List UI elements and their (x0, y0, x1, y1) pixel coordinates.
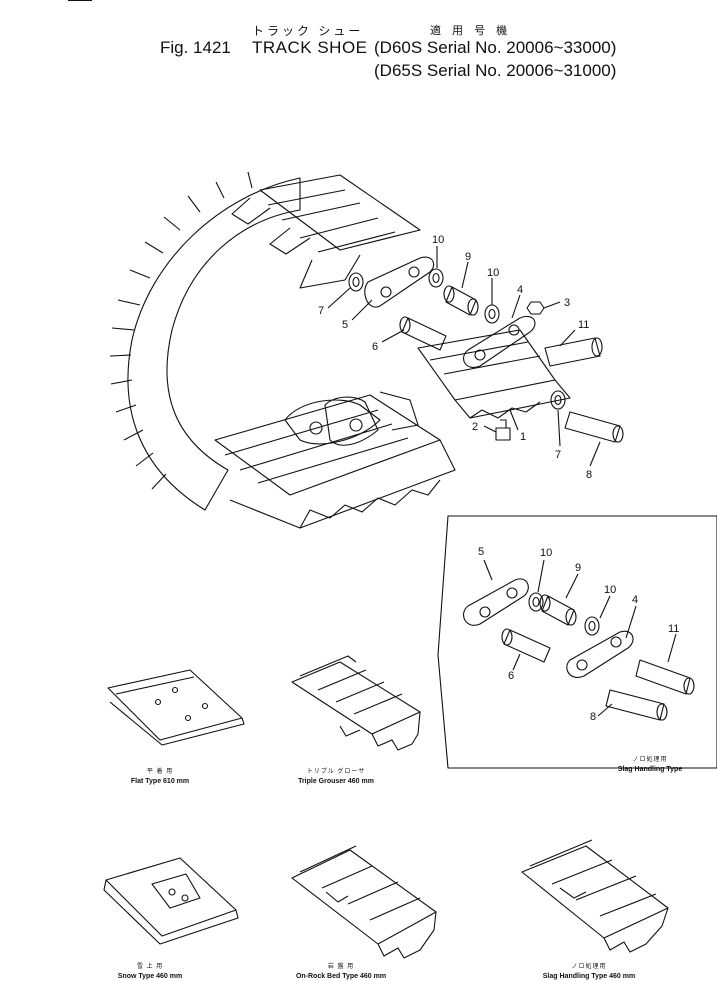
callout-11: 11 (578, 319, 589, 331)
inset-parts (463, 578, 695, 721)
caption-flat-type: 平 着 用 Flat Type 610 mm (110, 768, 210, 786)
shoe-flat-type (107, 669, 245, 746)
exploded-parts-main (348, 256, 624, 443)
callout-2: 2 (472, 421, 478, 433)
caption-triple-en: Triple Grouser 460 mm (298, 778, 374, 785)
figure-number: Fig. 1421 (160, 38, 231, 57)
shoe-snow-type (103, 857, 239, 945)
callout-4: 4 (517, 284, 523, 296)
caption-on-rock-jp: 岩 盤 用 (327, 964, 355, 970)
callout-6: 6 (372, 341, 378, 353)
callout-10-a: 10 (432, 234, 444, 246)
caption-slag-handling-460: ノロ処理用 Slag Handling Type 460 mm (524, 963, 654, 981)
callouts-main: 10 9 10 4 3 7 5 6 11 2 1 7 8 (318, 234, 592, 481)
caption-snow-jp: 雪 上 用 (136, 964, 164, 970)
serial-range-d60s: (D60S Serial No. 20006~33000) (374, 38, 617, 57)
callout-8: 8 (586, 469, 592, 481)
japanese-title: トラック シュー (252, 24, 364, 38)
caption-slag-handling-type: ノロ処理用 Slag Handling Type (600, 756, 700, 774)
leader-lines-inset (483, 559, 677, 717)
inset-frame (437, 515, 717, 769)
callout-10-b: 10 (487, 267, 499, 279)
callout-3: 3 (564, 297, 570, 309)
callout-1: 1 (520, 431, 526, 443)
top-edge-rule (68, 0, 92, 1)
inset-callout-11: 11 (668, 623, 679, 635)
inset-callout-9: 9 (575, 562, 581, 574)
caption-slag-460-en: Slag Handling Type 460 mm (542, 973, 636, 980)
shoe-triple-grouser (291, 655, 421, 751)
serial-range-d65s: (D65S Serial No. 20006~31000) (374, 61, 617, 80)
inset-callout-4: 4 (632, 594, 638, 606)
japanese-applicable-models: 適 用 号 機 (430, 25, 512, 37)
caption-triple-grouser: トリプル グローサ Triple Grouser 460 mm (286, 768, 386, 786)
callout-5: 5 (342, 319, 348, 331)
track-assembly-illustration (109, 171, 456, 529)
figure-title: TRACK SHOE (252, 38, 368, 57)
callout-7-b: 7 (555, 449, 561, 461)
caption-slag-handling-en: Slag Handling Type (617, 766, 683, 773)
caption-triple-jp: トリプル グローサ (306, 769, 366, 775)
caption-on-rock-bed-type: 岩 盤 用 On-Rock Bed Type 460 mm (286, 963, 396, 981)
caption-slag-460-jp: ノロ処理用 (571, 964, 607, 970)
shoe-slag-handling-460 (521, 839, 669, 953)
callout-7-a: 7 (318, 305, 324, 317)
inset-callout-8: 8 (590, 711, 596, 723)
caption-flat-jp: 平 着 用 (146, 769, 174, 775)
inset-callout-5: 5 (478, 546, 484, 558)
caption-snow-type: 雪 上 用 Snow Type 460 mm (100, 963, 200, 981)
caption-slag-handling-jp: ノロ処理用 (632, 757, 668, 763)
caption-snow-en: Snow Type 460 mm (117, 973, 183, 980)
callouts-inset: 5 10 9 10 4 11 6 8 (478, 546, 679, 723)
shoe-on-rock-bed-type (291, 845, 437, 959)
inset-callout-10-b: 10 (604, 584, 616, 596)
inset-callout-6: 6 (508, 670, 514, 682)
caption-flat-en: Flat Type 610 mm (130, 778, 190, 785)
inset-callout-10-a: 10 (540, 547, 552, 559)
callout-9: 9 (465, 251, 471, 263)
caption-on-rock-en: On-Rock Bed Type 460 mm (295, 973, 387, 980)
leader-lines-main (327, 246, 601, 467)
